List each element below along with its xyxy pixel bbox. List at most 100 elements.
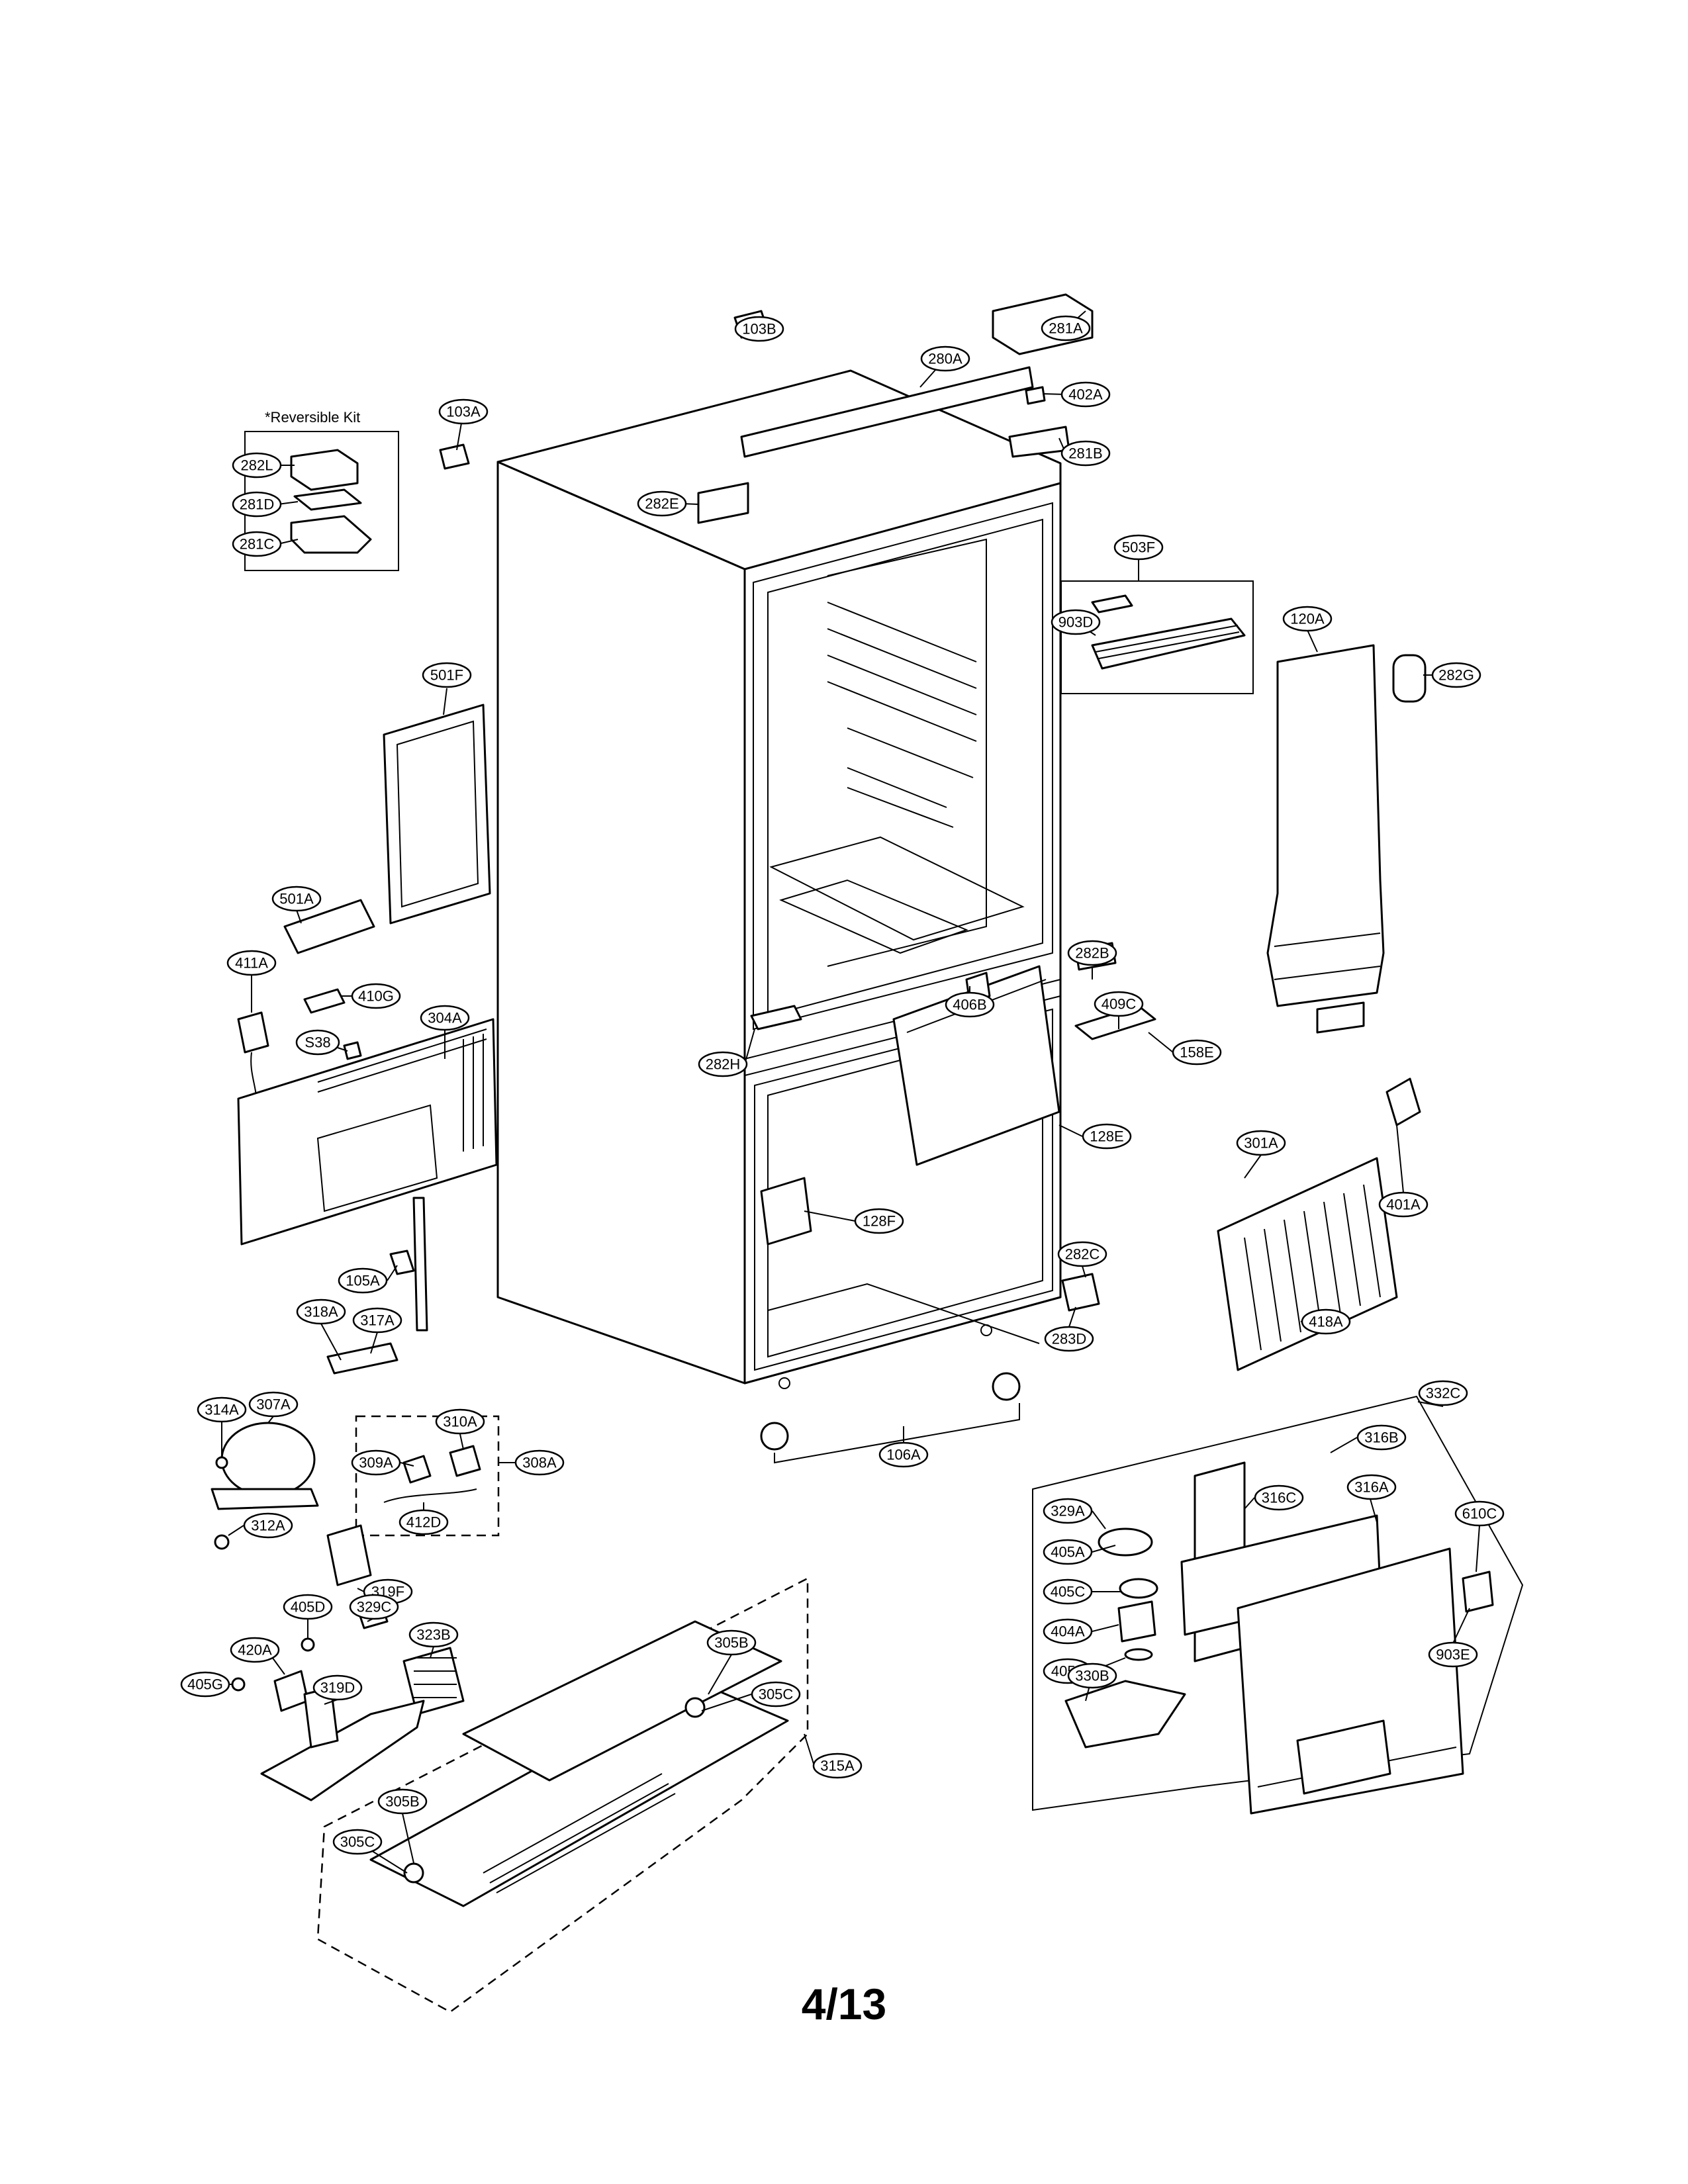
callout-315A: 315A [812,1752,863,1779]
callout-903D: 903D [1051,609,1101,635]
svg-text:503F: 503F [1122,539,1155,556]
callout-308A: 308A [514,1449,565,1476]
reversible-kit-box: *Reversible Kit [244,409,399,571]
callout-309A: 309A [351,1449,401,1476]
callout-305B: 305B [706,1629,757,1656]
svg-text:120A: 120A [1290,611,1325,627]
callout-158E: 158E [1172,1039,1222,1066]
svg-text:409C: 409C [1102,996,1137,1013]
callout-418A: 418A [1301,1308,1351,1335]
svg-text:S38: S38 [305,1034,330,1051]
callout-105A: 105A [338,1267,388,1294]
svg-text:420A: 420A [238,1642,272,1659]
svg-text:903D: 903D [1058,614,1094,631]
callout-404A: 404A [1043,1618,1093,1645]
svg-text:128F: 128F [863,1213,896,1230]
callout-316B: 316B [1356,1424,1407,1451]
svg-text:282G: 282G [1438,667,1474,684]
svg-text:309A: 309A [359,1455,393,1471]
callout-316A: 316A [1346,1474,1397,1500]
callout-312A: 312A [243,1512,293,1539]
svg-text:128E: 128E [1090,1128,1123,1145]
svg-text:308A: 308A [522,1455,557,1471]
svg-text:610C: 610C [1462,1506,1497,1522]
callout-281B: 281B [1060,440,1111,467]
svg-text:282B: 282B [1075,945,1109,962]
svg-text:282H: 282H [706,1056,741,1073]
leveling-legs [760,1372,1021,1464]
callout-405D: 405D [283,1594,333,1620]
svg-text:305C: 305C [340,1834,375,1850]
svg-text:305C: 305C [759,1686,794,1703]
callout-402A: 402A [1060,381,1111,408]
callout-314A: 314A [197,1396,247,1423]
control-board [237,899,375,1119]
callout-128F: 128F [854,1208,904,1234]
svg-text:329A: 329A [1051,1503,1085,1520]
callout-405G: 405G [180,1671,230,1698]
callout-305C: 305C [751,1681,801,1707]
base-plate-assembly [316,1576,809,2013]
svg-text:317A: 317A [360,1312,395,1329]
callout-412D: 412D [399,1509,449,1535]
drain-tube [389,1197,428,1332]
callout-501A: 501A [271,886,322,912]
svg-text:310A: 310A [443,1414,477,1430]
callout-128E: 128E [1082,1123,1132,1150]
callout-120A: 120A [1282,606,1333,632]
svg-text:315A: 315A [820,1758,855,1774]
callout-280A: 280A [920,345,970,372]
svg-text:404A: 404A [1051,1623,1085,1640]
air-duct-assembly [1266,644,1427,1034]
svg-text:316C: 316C [1262,1490,1297,1506]
svg-text:281D: 281D [240,496,275,513]
svg-text:304A: 304A [428,1010,462,1026]
callout-317A: 317A [352,1307,402,1334]
callout-282G: 282G [1431,662,1481,688]
callout-610C: 610C [1454,1500,1505,1527]
machine-compartment-cover [237,1018,498,1246]
svg-text:281A: 281A [1049,320,1083,337]
callout-281C: 281C [232,531,282,557]
svg-text:312A: 312A [251,1518,285,1534]
svg-text:301A: 301A [1244,1135,1278,1152]
svg-text:103A: 103A [446,404,481,420]
page-number: 4/13 [801,1979,887,2028]
svg-text:332C: 332C [1426,1385,1461,1402]
svg-text:402A: 402A [1068,387,1103,403]
svg-text:314A: 314A [205,1402,239,1418]
callout-501F: 501F [422,662,472,688]
svg-text:105A: 105A [346,1273,380,1289]
callout-103B: 103B [734,316,784,342]
svg-text:501A: 501A [279,891,314,907]
callout-405C: 405C [1043,1578,1093,1605]
callout-282C: 282C [1057,1241,1107,1267]
reversible-kit-label: *Reversible Kit [265,409,360,426]
callout-318A: 318A [296,1298,346,1325]
svg-text:305B: 305B [385,1794,419,1810]
svg-text:103B: 103B [742,321,776,338]
callout-305B-lower: 305B [377,1788,428,1815]
svg-text:405C: 405C [1051,1584,1086,1600]
svg-text:282L: 282L [241,457,273,474]
callout-330B: 330B [1067,1662,1117,1689]
svg-text:418A: 418A [1309,1314,1343,1330]
svg-text:411A: 411A [235,955,268,972]
callout-405A: 405A [1043,1539,1093,1565]
svg-text:323B: 323B [416,1627,450,1643]
svg-text:330B: 330B [1075,1668,1109,1684]
svg-text:281C: 281C [240,536,275,553]
lower-hinge [1061,1273,1100,1312]
callout-103A: 103A [438,398,489,425]
callout-503F: 503F [1113,534,1164,561]
callout-304A: 304A [420,1005,470,1031]
evaporator-assembly [1217,1077,1421,1371]
callout-307A: 307A [248,1391,299,1418]
rear-access-panel [383,704,491,925]
callout-329C: 329C [349,1594,399,1620]
callout-310A: 310A [435,1408,485,1435]
callout-106A: 106A [878,1441,929,1468]
svg-text:316B: 316B [1364,1430,1398,1446]
condenser-fan [231,1524,465,1715]
